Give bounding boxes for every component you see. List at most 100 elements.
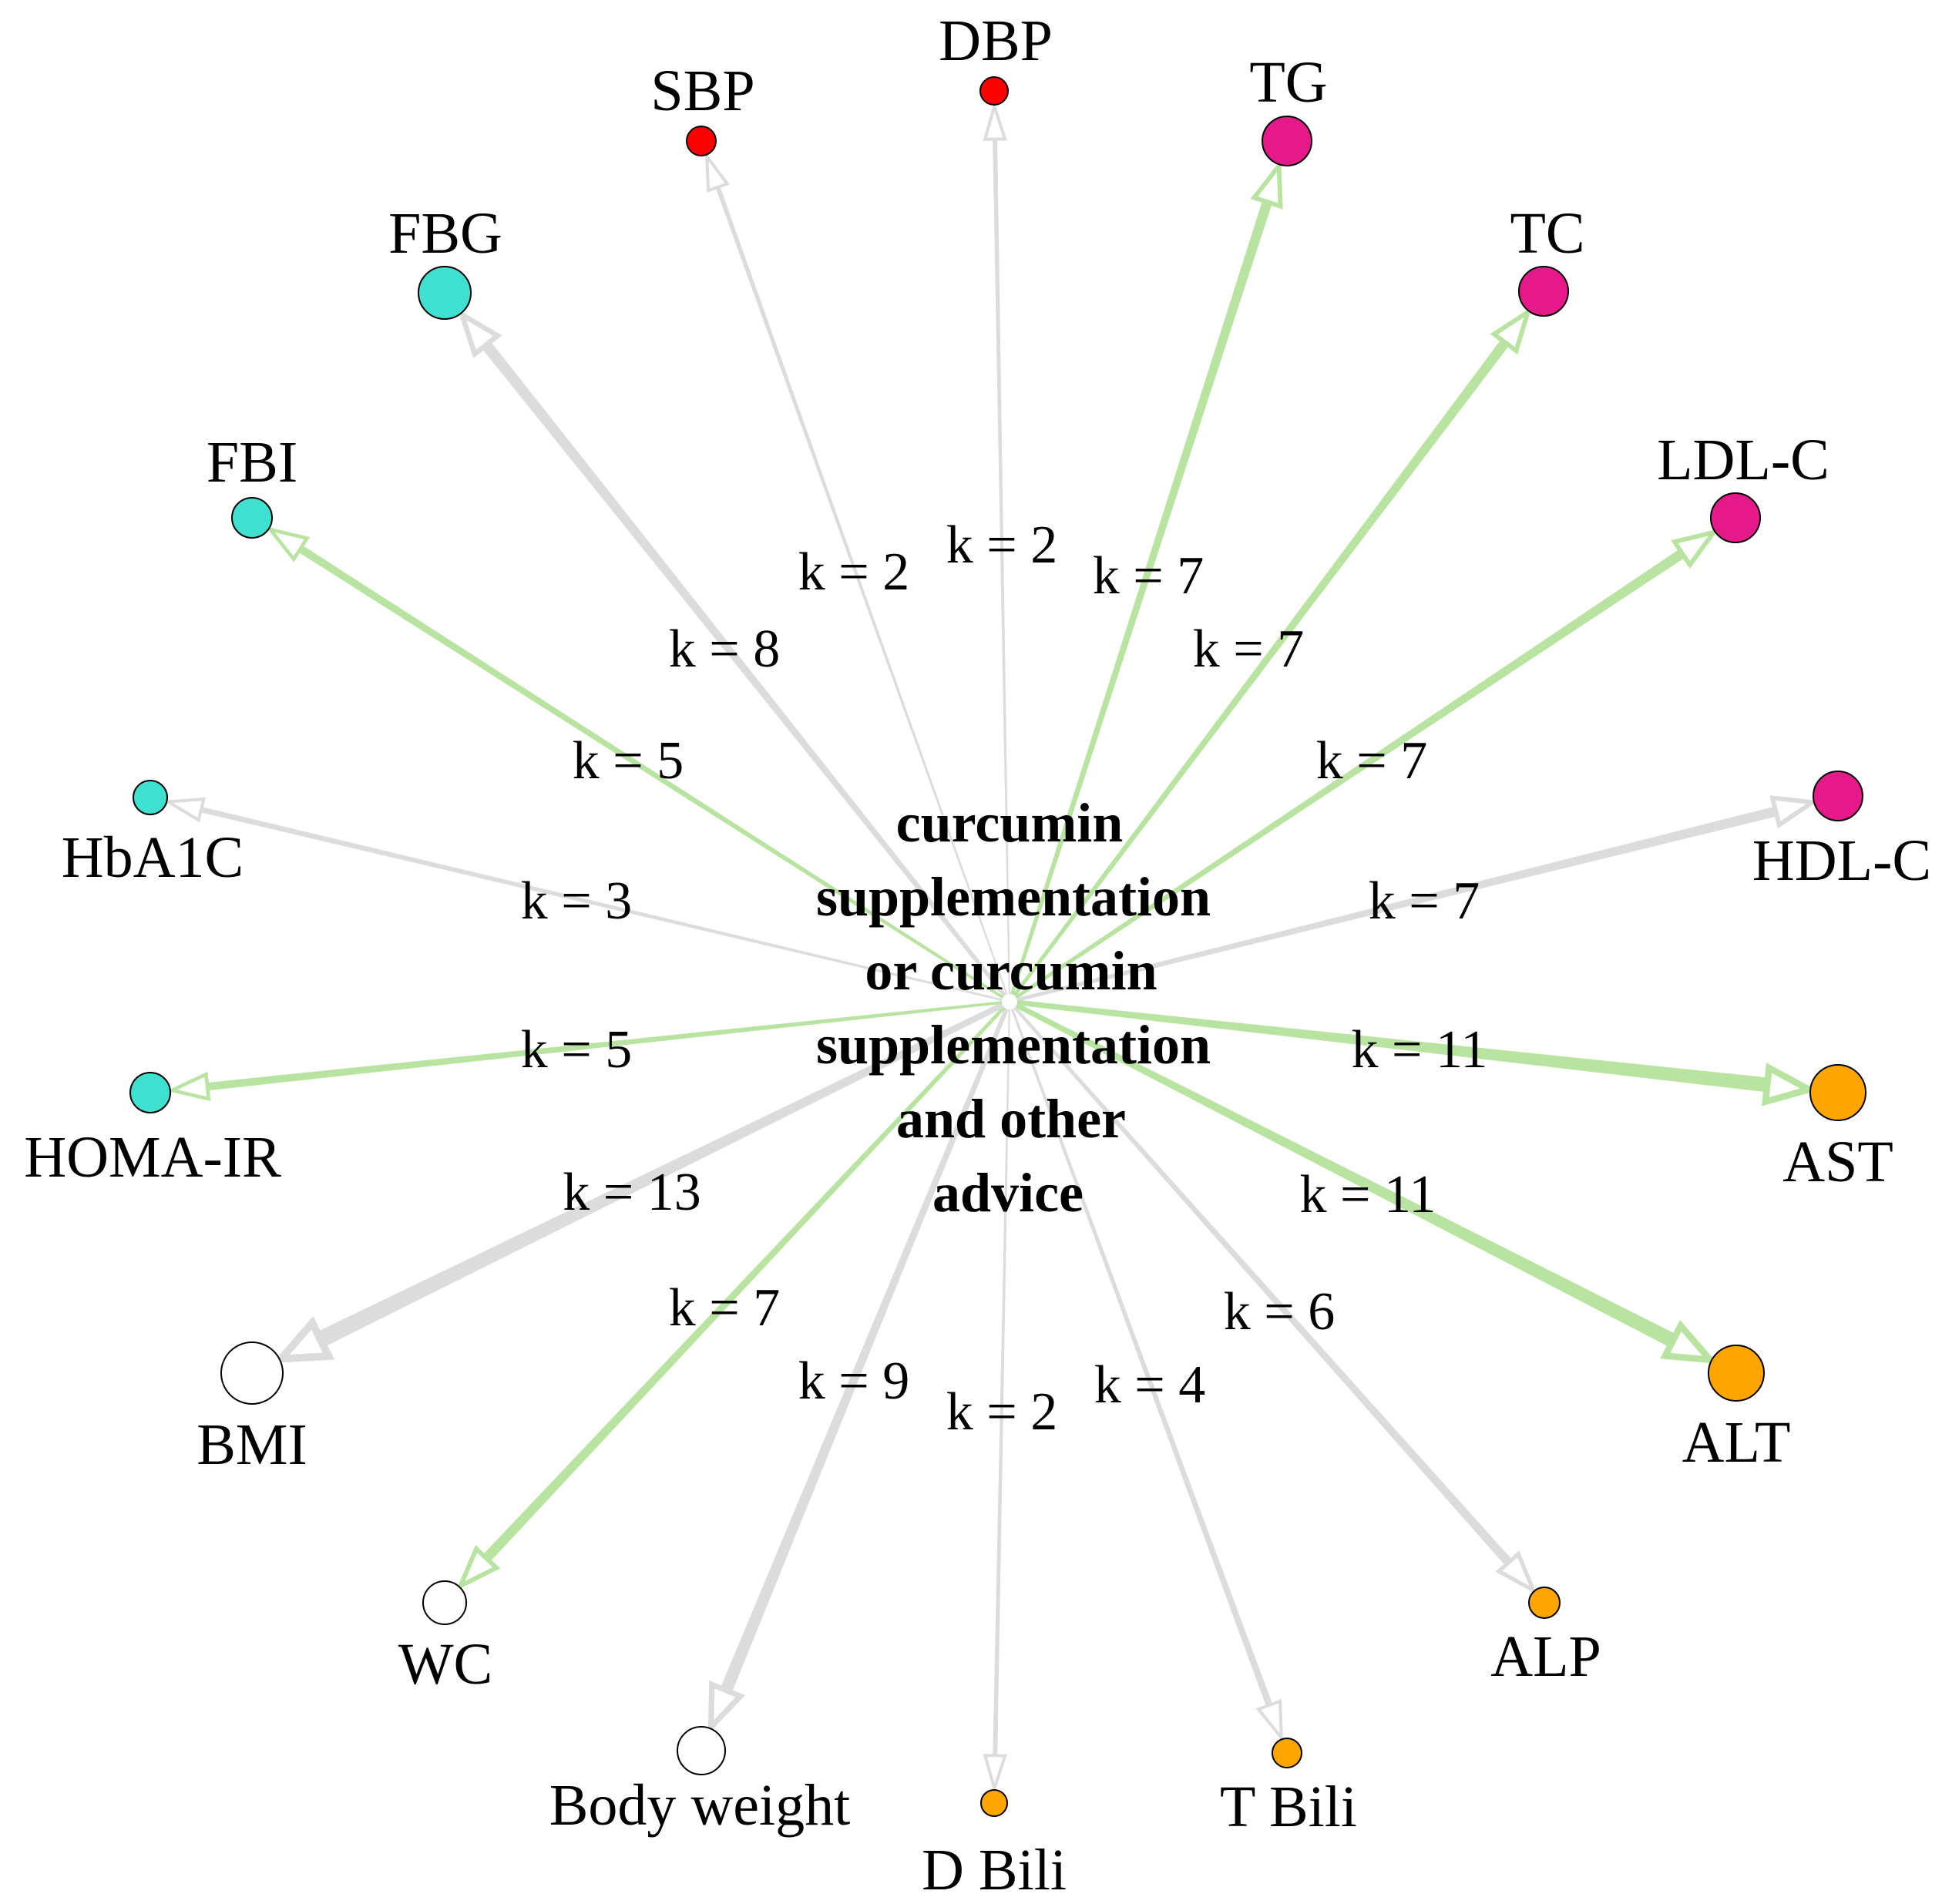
edge-hba1c (200, 807, 1003, 1001)
edge-fbg (482, 341, 1006, 997)
edge-ast (1016, 999, 1769, 1093)
center-label-line: or curcumin (865, 940, 1157, 1002)
arrowhead-d-bili (983, 1754, 1007, 1794)
edge-label-sbp: k = 2 (798, 542, 909, 602)
arrowhead-alp (1495, 1550, 1537, 1595)
edge-label-alt: k = 11 (1300, 1165, 1436, 1224)
arrowhead-fbg (457, 308, 502, 358)
node-tg (1262, 116, 1312, 166)
node-label-body-weight: Body weight (549, 1773, 851, 1838)
node-fbg (418, 266, 472, 320)
edge-label-hdl-c: k = 7 (1369, 871, 1480, 931)
arrowhead-ast (1761, 1063, 1818, 1106)
arrowhead-bmi (272, 1316, 335, 1364)
node-label-fbg: FBG (388, 201, 502, 266)
edge-homa-ir (207, 1001, 1003, 1091)
edge-label-ldl-c: k = 7 (1316, 731, 1427, 791)
edge-hdl-c (1016, 806, 1777, 1002)
node-label-wc: WC (398, 1632, 492, 1697)
node-hba1c (133, 780, 168, 815)
edge-label-wc: k = 7 (669, 1278, 780, 1338)
edges-layer (163, 101, 1819, 1794)
edge-body-weight (720, 1008, 1009, 1693)
node-label-ast: AST (1782, 1130, 1893, 1194)
center-node: curcumin supplementation or curcumin sup… (816, 792, 1211, 1224)
edge-tc (1013, 339, 1510, 997)
arrowhead-wc (455, 1544, 501, 1591)
node-label-bmi: BMI (197, 1412, 307, 1477)
arrowhead-homa-ir (166, 1071, 211, 1102)
arrowhead-t-bili (1255, 1698, 1283, 1743)
node-fbi (231, 497, 273, 539)
node-bmi (220, 1342, 284, 1405)
edge-label-tc: k = 7 (1193, 620, 1304, 679)
edge-label-dbp: k = 2 (946, 515, 1057, 575)
node-label-alp: ALP (1490, 1624, 1601, 1689)
edge-ldl-c (1015, 549, 1685, 999)
center-label-line: and other (896, 1088, 1126, 1150)
edge-t-bili (1011, 1008, 1273, 1707)
node-label-hba1c: HbA1C (62, 825, 244, 890)
edge-bmi (316, 1002, 1004, 1348)
node-label-t-bili: T Bili (1220, 1775, 1357, 1839)
node-wc (422, 1580, 467, 1625)
edge-label-alp: k = 6 (1224, 1282, 1335, 1342)
node-label-dbp: DBP (939, 8, 1053, 73)
node-label-alt: ALT (1682, 1410, 1791, 1475)
node-label-tg: TG (1249, 50, 1327, 115)
center-label-line: supplementation (816, 866, 1211, 928)
edge-wc (482, 1006, 1006, 1562)
nodes-layer: DBP TG TC LDL-C HDL-C AST ALT ALP T Bili D Bili Bo… (24, 8, 1931, 1902)
arrowhead-alt (1660, 1319, 1719, 1364)
node-alt (1708, 1345, 1765, 1402)
node-label-homa-ir: HOMA-IR (24, 1125, 281, 1190)
edge-label-body-weight: k = 9 (798, 1352, 909, 1411)
edge-label-tg: k = 7 (1093, 546, 1204, 606)
arrowhead-hdl-c (1769, 795, 1819, 829)
edge-label-d-bili: k = 2 (946, 1382, 1057, 1442)
edge-labels-layer: k = 2k = 7k = 7k = 7k = 7k = 11k = 11k =… (521, 515, 1488, 1442)
center-label-line: curcumin (896, 792, 1124, 854)
node-tc (1518, 266, 1569, 317)
arrowhead-fbi (265, 526, 311, 562)
node-label-ldl-c: LDL-C (1657, 428, 1829, 492)
edge-label-fbg: k = 8 (669, 620, 780, 679)
node-label-d-bili: D Bili (922, 1838, 1067, 1902)
edge-d-bili (993, 1009, 1010, 1756)
edge-label-fbi: k = 5 (573, 731, 684, 791)
node-sbp (686, 126, 717, 156)
node-label-tc: TC (1510, 201, 1584, 266)
node-d-bili (980, 1789, 1008, 1817)
arrowhead-dbp (983, 101, 1007, 141)
edge-label-hba1c: k = 3 (521, 871, 632, 931)
node-body-weight (677, 1726, 726, 1775)
node-alp (1528, 1587, 1561, 1619)
edge-alt (1015, 1002, 1677, 1348)
edge-tg (1010, 200, 1272, 996)
center-label-line: supplementation (816, 1014, 1211, 1076)
arrowhead-hba1c (163, 797, 206, 823)
node-hdl-c (1813, 771, 1863, 821)
node-label-hdl-c: HDL-C (1752, 828, 1931, 893)
edge-dbp (993, 139, 1010, 995)
arrowhead-tc (1490, 307, 1532, 355)
arrowhead-body-weight (707, 1680, 745, 1734)
node-ast (1809, 1064, 1866, 1121)
arrowhead-sbp (704, 151, 730, 193)
center-label-line: advice (932, 1162, 1084, 1224)
node-label-sbp: SBP (650, 59, 754, 123)
edge-alp (1013, 1006, 1512, 1566)
edge-fbi (298, 545, 1004, 999)
node-homa-ir (129, 1072, 171, 1113)
edge-label-homa-ir: k = 5 (521, 1020, 632, 1080)
edge-label-t-bili: k = 4 (1094, 1355, 1205, 1415)
node-t-bili (1272, 1738, 1302, 1768)
node-ldl-c (1710, 492, 1761, 543)
edge-label-bmi: k = 13 (563, 1163, 701, 1222)
edge-label-ast: k = 11 (1352, 1020, 1488, 1080)
edge-sbp (715, 186, 1008, 995)
arrowhead-tg (1250, 160, 1283, 210)
node-dbp (979, 76, 1009, 106)
node-label-fbi: FBI (207, 430, 297, 495)
